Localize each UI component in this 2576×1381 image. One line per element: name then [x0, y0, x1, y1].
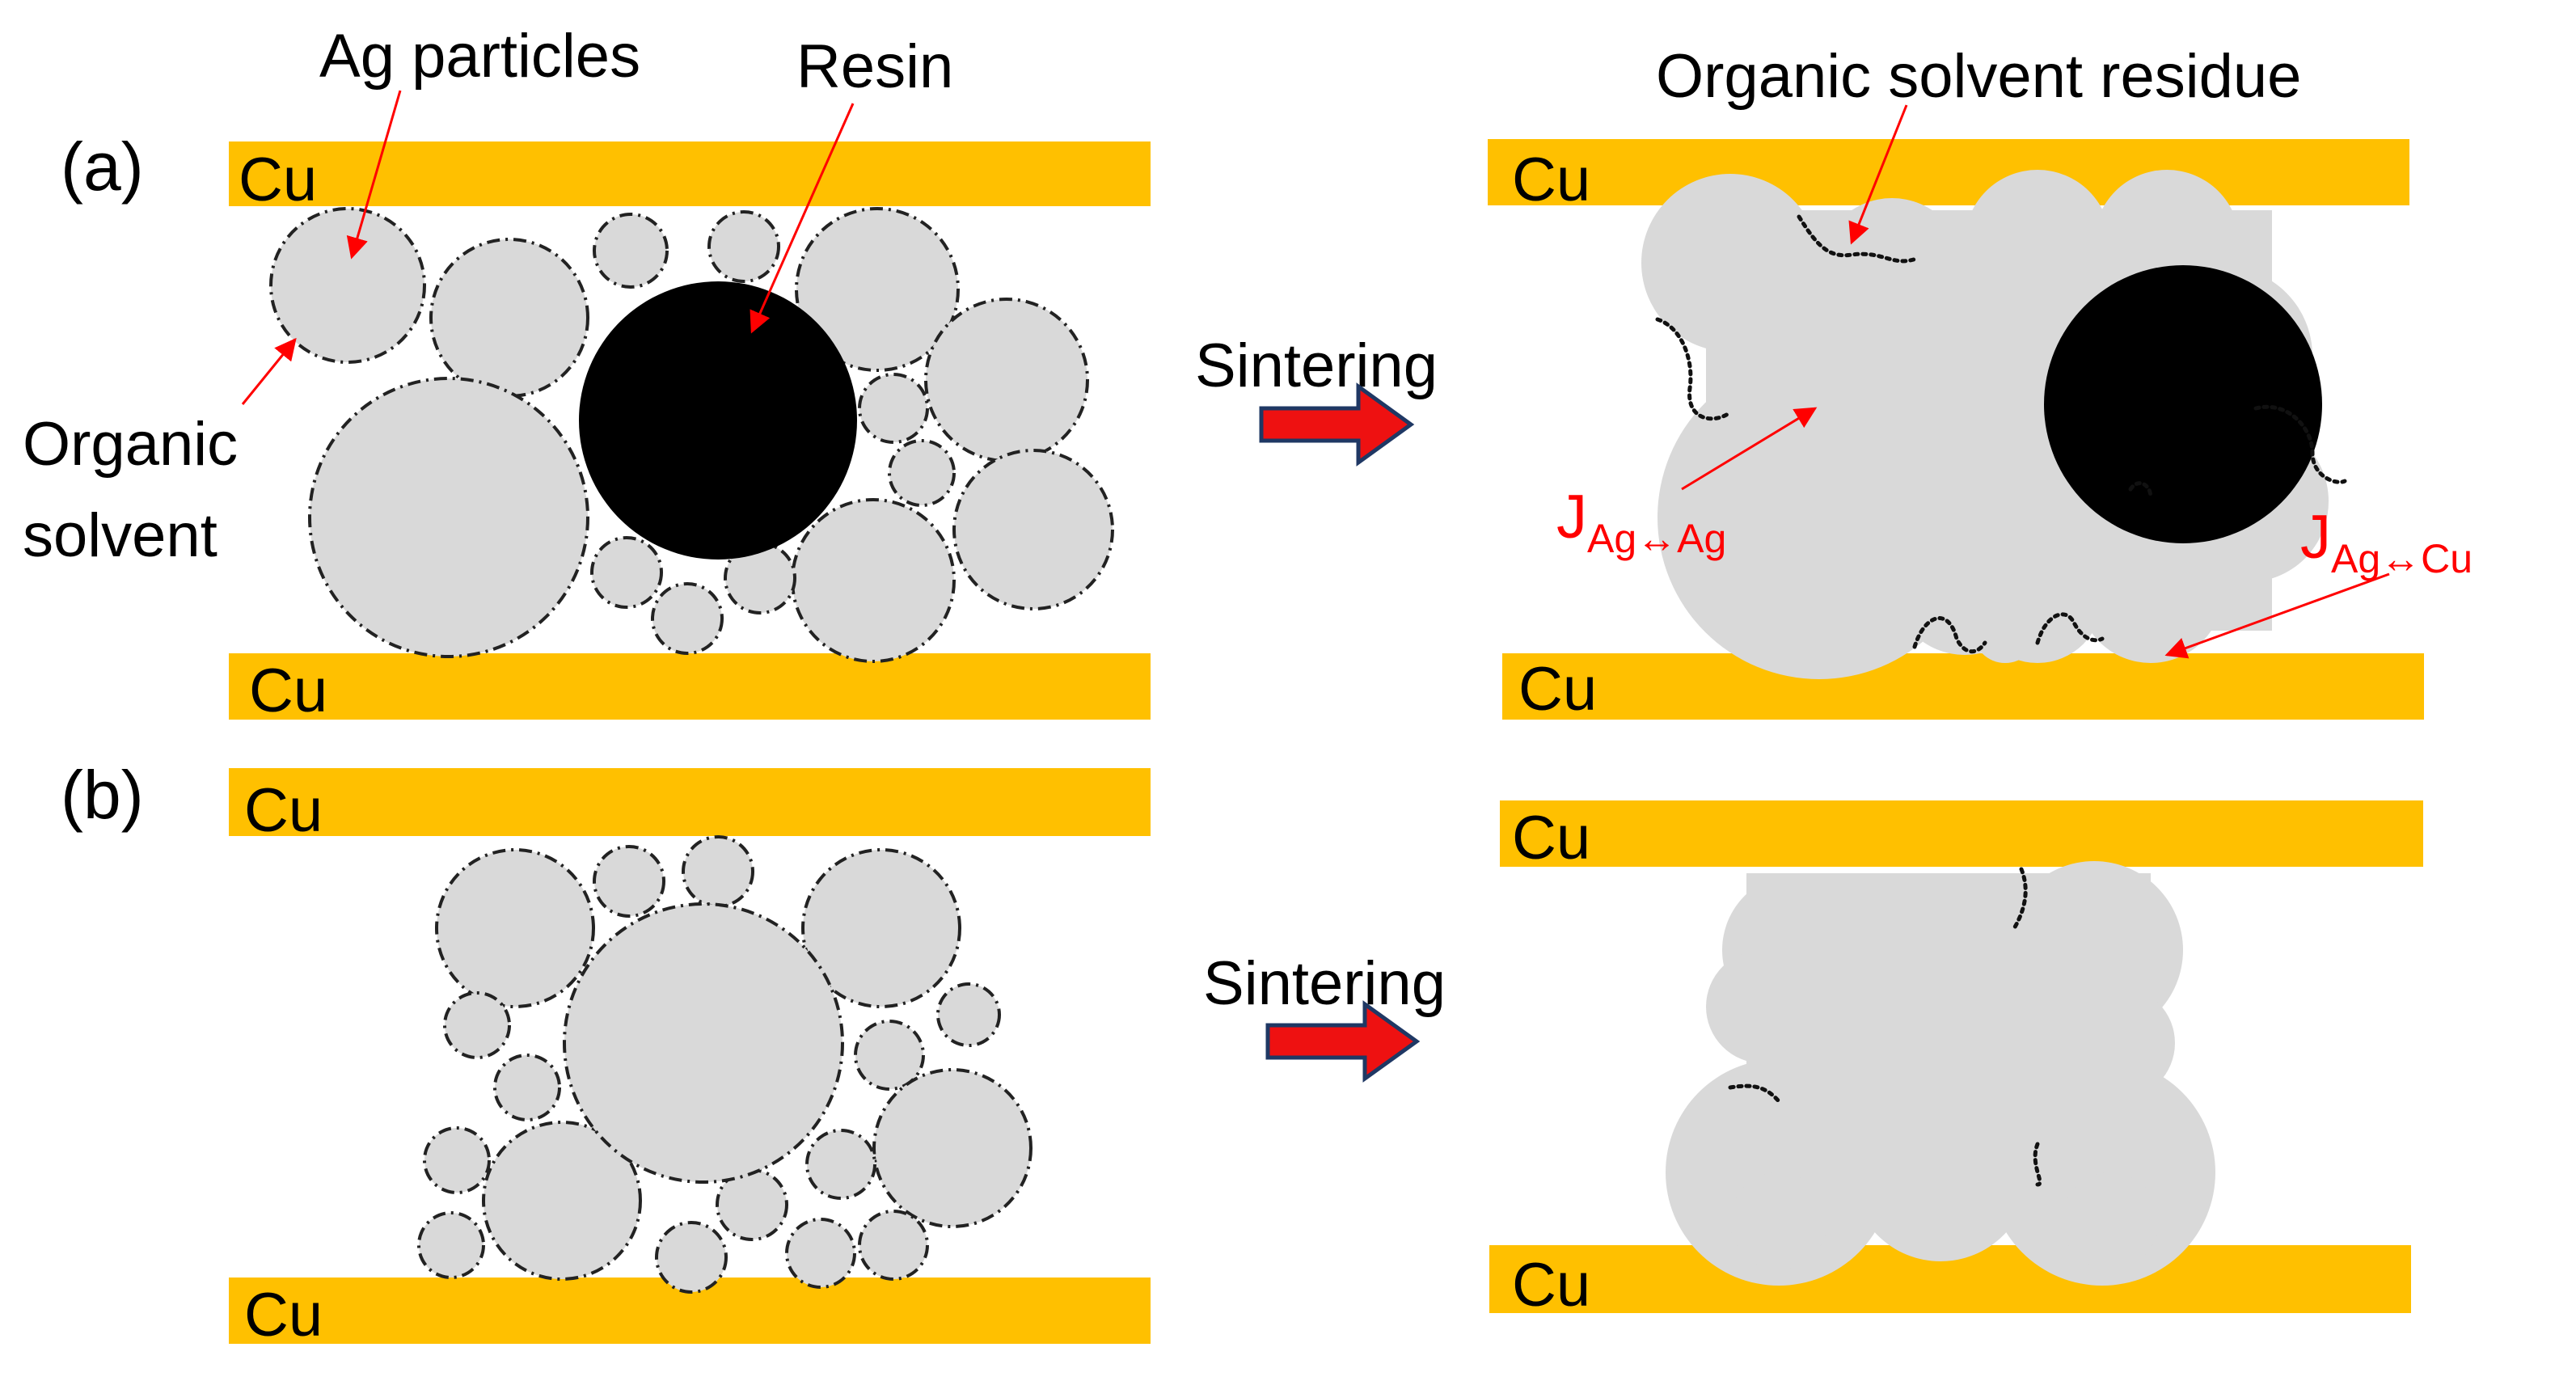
ag-particle: [785, 1218, 856, 1289]
cu-label: Cu: [244, 776, 323, 845]
residue-trace: [2035, 612, 2105, 645]
ag-particle: [593, 213, 669, 289]
panel-b-after: Cu Cu: [1489, 800, 2423, 1320]
pointer-arrow-icon: [1848, 104, 1908, 245]
j-symbol: J: [2300, 503, 2331, 572]
j-ag-cu-subscript: Ag↔Cu: [2331, 536, 2473, 581]
cu-label: Cu: [249, 657, 327, 725]
residue-trace: [2253, 404, 2347, 484]
resin-particle: [2044, 265, 2322, 543]
residue-trace: [1912, 616, 1987, 654]
cu-plate-b-before-top: [229, 768, 1151, 836]
organic-solvent-label-line2: solvent: [23, 501, 217, 570]
pointer-arrow-icon: [750, 103, 855, 334]
cu-plate-b-after-top: [1500, 800, 2423, 867]
ag-particle: [888, 439, 956, 507]
ag-particle: [805, 1129, 876, 1200]
cu-plate-a-before-top: [229, 141, 1151, 206]
ag-particle: [590, 536, 663, 609]
sintering-label: Sintering: [1203, 949, 1446, 1018]
ag-particle: [682, 835, 754, 908]
ag-particle: [858, 1210, 929, 1281]
ag-particle: [952, 449, 1114, 610]
ag-particles-label: Ag particles: [319, 22, 640, 91]
right-block-arrow-icon: [1259, 382, 1415, 467]
residue-trace: [1728, 1083, 1781, 1104]
ag-particle: [417, 1211, 485, 1279]
residue-trace: [2033, 1142, 2042, 1187]
ag-particle: [563, 902, 844, 1184]
sintered-ag-mass-b: [1666, 861, 2215, 1286]
organic-solvent-label-line1: Organic: [23, 410, 238, 479]
j-ag-ag-subscript: Ag↔Ag: [1587, 516, 1726, 561]
panel-a-after: Cu Cu: [1488, 42, 2473, 724]
cu-label: Cu: [1518, 655, 1597, 724]
j-symbol: J: [1556, 483, 1587, 551]
ag-particle: [801, 848, 961, 1008]
pointer-arrow-icon: [1681, 407, 1818, 491]
cu-label: Cu: [1512, 146, 1590, 214]
pointer-arrow-icon: [241, 337, 297, 405]
cu-label: Cu: [244, 1281, 323, 1349]
ag-particles-a-before: [269, 207, 1114, 663]
ag-particle: [858, 373, 929, 444]
panel-a-label: (a): [61, 129, 144, 205]
sintering-label: Sintering: [1195, 332, 1438, 400]
ag-particle: [924, 298, 1089, 462]
ag-particle: [269, 207, 426, 364]
organic-solvent-residue-label: Organic solvent residue: [1656, 42, 2301, 111]
svg-text:JAg↔Cu: JAg↔Cu: [2300, 503, 2473, 581]
ag-particle: [651, 582, 724, 655]
ag-particle: [655, 1221, 728, 1294]
cu-plate-a-after-bottom: [1502, 653, 2424, 720]
right-block-arrow-icon: [1265, 1000, 1421, 1083]
sintering-step-a: Sintering: [1195, 332, 1438, 467]
ag-particle: [872, 1068, 1033, 1228]
resin-label: Resin: [796, 32, 953, 101]
organic-solvent-residue-a: [1655, 214, 2347, 654]
ag-particle: [493, 1054, 561, 1121]
residue-trace: [2011, 867, 2028, 932]
resin-particle: [579, 281, 857, 560]
j-ag-cu-label: JAg↔Cu: [2300, 503, 2473, 581]
j-ag-ag-label: JAg↔Ag: [1556, 483, 1726, 561]
pointer-arrow-icon: [2164, 572, 2390, 659]
ag-particle: [443, 991, 511, 1059]
ag-particle: [308, 377, 589, 658]
ag-particle: [707, 210, 780, 283]
ag-particle: [482, 1121, 642, 1281]
ag-particles-b-before: [417, 835, 1033, 1294]
panel-b-before: (b) Cu Cu: [61, 757, 1151, 1349]
residue-trace: [2128, 481, 2153, 500]
pointer-arrow-icon: [346, 90, 402, 260]
sintering-step-b: Sintering: [1203, 949, 1446, 1083]
ag-particle: [854, 1020, 925, 1091]
ag-particle: [593, 845, 665, 918]
ag-particle: [423, 1126, 491, 1194]
svg-text:JAg↔Ag: JAg↔Ag: [1556, 483, 1726, 561]
ag-particle: [795, 207, 960, 372]
ag-particle: [791, 498, 956, 663]
panel-b-label: (b): [61, 757, 144, 833]
residue-trace: [1797, 214, 1919, 264]
cu-label: Cu: [1512, 804, 1590, 872]
residue-trace: [1655, 317, 1733, 421]
ag-particle: [435, 848, 595, 1008]
ag-particle: [429, 238, 589, 398]
cu-plate-a-after-top: [1488, 139, 2409, 205]
organic-solvent-residue-b: [1728, 867, 2042, 1187]
cu-label: Cu: [1512, 1251, 1590, 1320]
cu-plate-a-before-bottom: [229, 653, 1151, 720]
panel-a-before: (a) Cu Cu Ag particles Resin Organic: [23, 22, 1151, 725]
cu-label: Cu: [239, 146, 317, 214]
ag-particle: [936, 982, 1001, 1047]
